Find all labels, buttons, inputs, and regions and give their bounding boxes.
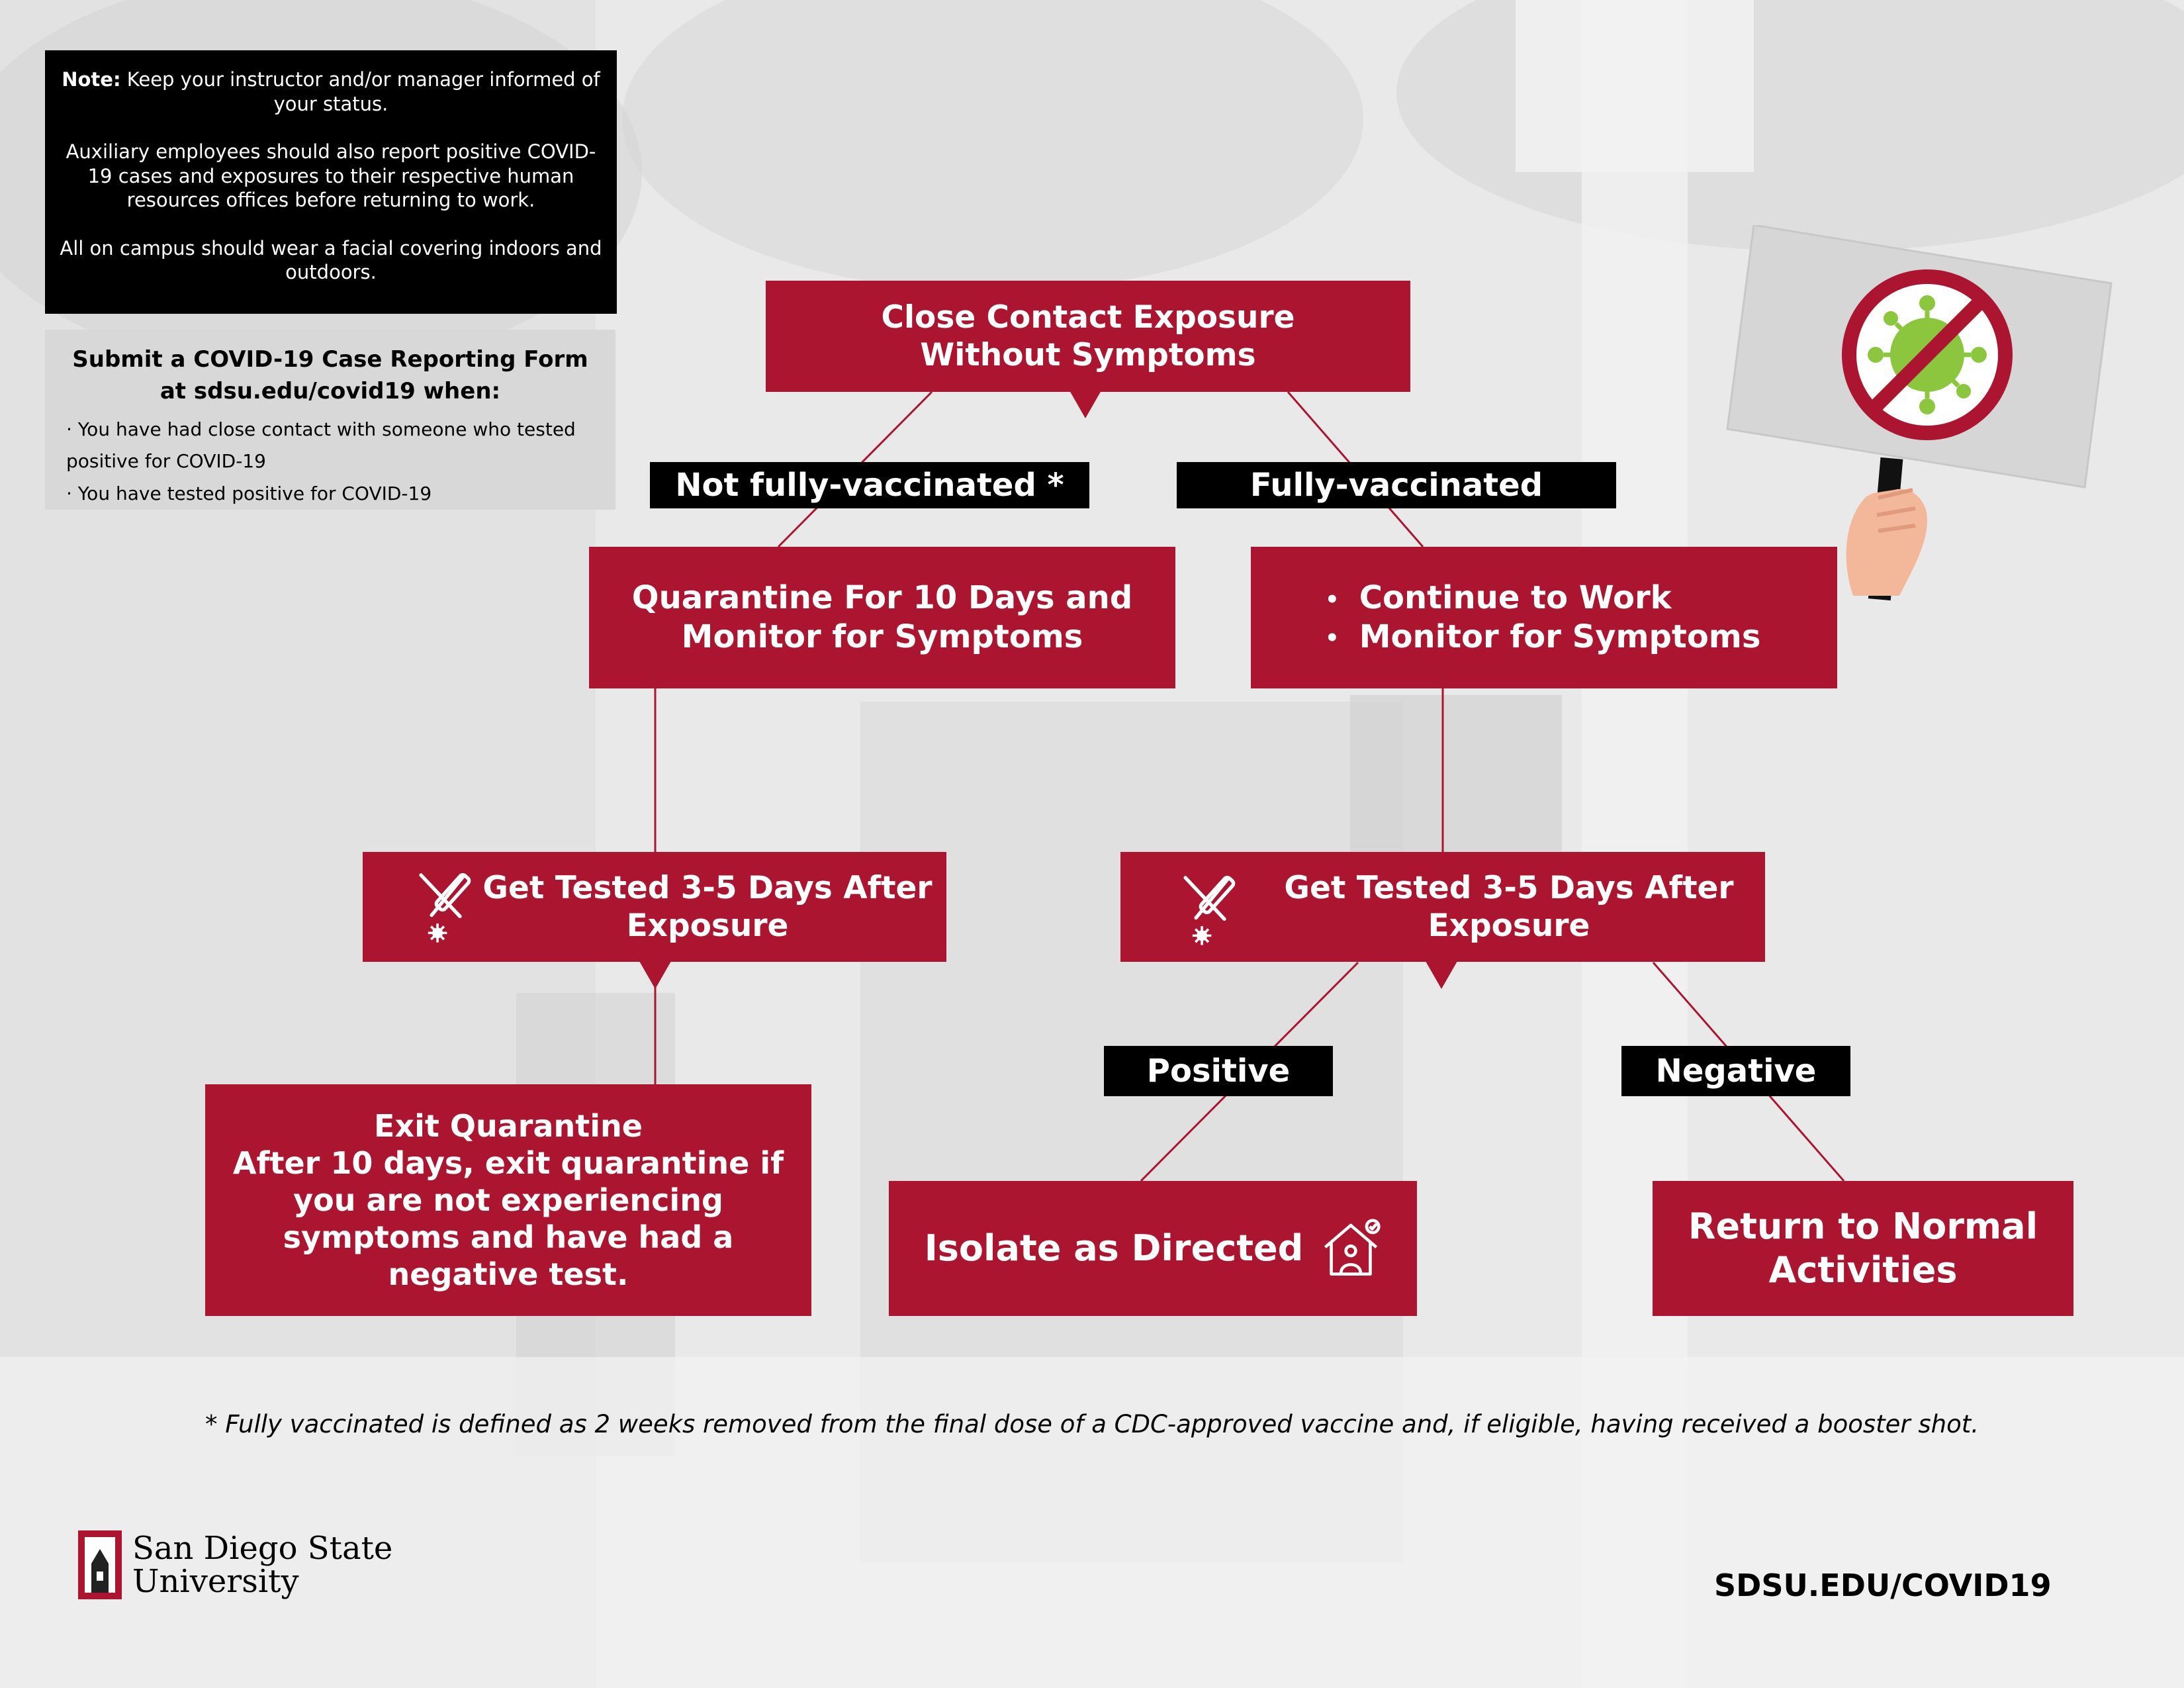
report-title-1: Submit a COVID-19 Case Reporting Form (72, 346, 588, 373)
report-item-tested-positive: · You have tested positive for COVID-19 (66, 482, 432, 504)
isolate-node: Isolate as Directed (889, 1181, 1417, 1316)
branch-not-vaccinated-label: Not fully-vaccinated * (650, 462, 1089, 508)
sdsu-shield-icon (78, 1530, 122, 1599)
logo-line-2: University (132, 1563, 299, 1601)
continue-item-2-text: Monitor for Symptoms (1359, 618, 1761, 655)
start-pointer (1069, 391, 1101, 418)
test-left-line-1: Get Tested 3-5 Days After (482, 869, 933, 906)
note-text-2: Auxiliary employees should also report p… (66, 140, 596, 212)
start-line-2: Without Symptoms (920, 337, 1256, 373)
return-line-2: Activities (1768, 1249, 1958, 1291)
test-left-pointer (639, 961, 671, 989)
test-right-pointer (1426, 961, 1457, 989)
quarantine-line-2: Monitor for Symptoms (681, 618, 1083, 655)
continue-item-2: • Monitor for Symptoms (1325, 618, 1760, 657)
note-label: Note: (62, 68, 121, 91)
bullet-dot: • (1325, 586, 1340, 613)
test-right-line-1: Get Tested 3-5 Days After (1284, 869, 1734, 906)
covid-url: SDSU.EDU/COVID19 (1714, 1568, 2052, 1603)
sdsu-shield-logo: San Diego State University (77, 1529, 447, 1602)
positive-label: Positive (1104, 1046, 1333, 1096)
report-list: · You have had close contact with someon… (61, 414, 600, 509)
report-title-2: at sdsu.edu/covid19 when: (159, 377, 501, 404)
vaccination-footnote: * Fully vaccinated is defined as 2 weeks… (205, 1410, 1979, 1438)
continue-item-1-text: Continue to Work (1359, 579, 1672, 617)
continue-item-1: • Continue to Work (1325, 579, 1672, 618)
quarantine-node: Quarantine For 10 Days and Monitor for S… (589, 547, 1175, 688)
home-isolation-icon (1324, 1219, 1381, 1276)
branch-vaccinated-label: Fully-vaccinated (1177, 462, 1616, 508)
no-virus-sign-icon (1726, 225, 2113, 601)
test-left-node: Get Tested 3-5 Days After Exposure (363, 852, 946, 962)
isolate-text: Isolate as Directed (924, 1227, 1304, 1270)
return-node: Return to Normal Activities (1653, 1181, 2073, 1316)
start-node: Close Contact Exposure Without Symptoms (766, 281, 1410, 392)
note-text-1: Keep your instructor and/or manager info… (120, 68, 600, 115)
return-line-1: Return to Normal (1688, 1205, 2038, 1248)
test-right-line-2: Exposure (1428, 908, 1590, 944)
continue-node: • Continue to Work • Monitor for Symptoms (1251, 547, 1837, 688)
test-left-line-2: Exposure (626, 908, 789, 944)
bullet-dot: • (1325, 625, 1340, 652)
exit-title: Exit Quarantine (374, 1107, 643, 1144)
report-box: Submit a COVID-19 Case Reporting Form at… (45, 330, 615, 510)
test-right-node: Get Tested 3-5 Days After Exposure (1120, 852, 1765, 962)
test-tube-swab-icon (1183, 875, 1236, 945)
note-text-3: All on campus should wear a facial cover… (60, 236, 602, 284)
report-item-close-contact: · You have had close contact with someon… (66, 418, 576, 473)
logo-line-1: San Diego State (132, 1530, 393, 1567)
quarantine-line-1: Quarantine For 10 Days and (631, 579, 1133, 617)
exit-quarantine-node: Exit Quarantine After 10 days, exit quar… (205, 1084, 811, 1316)
negative-label: Negative (1621, 1046, 1850, 1096)
note-box: Note: Keep your instructor and/or manage… (45, 50, 617, 314)
test-tube-swab-icon (419, 872, 471, 943)
start-line-1: Close Contact Exposure (881, 299, 1295, 336)
exit-body: After 10 days, exit quarantine if you ar… (232, 1145, 784, 1293)
